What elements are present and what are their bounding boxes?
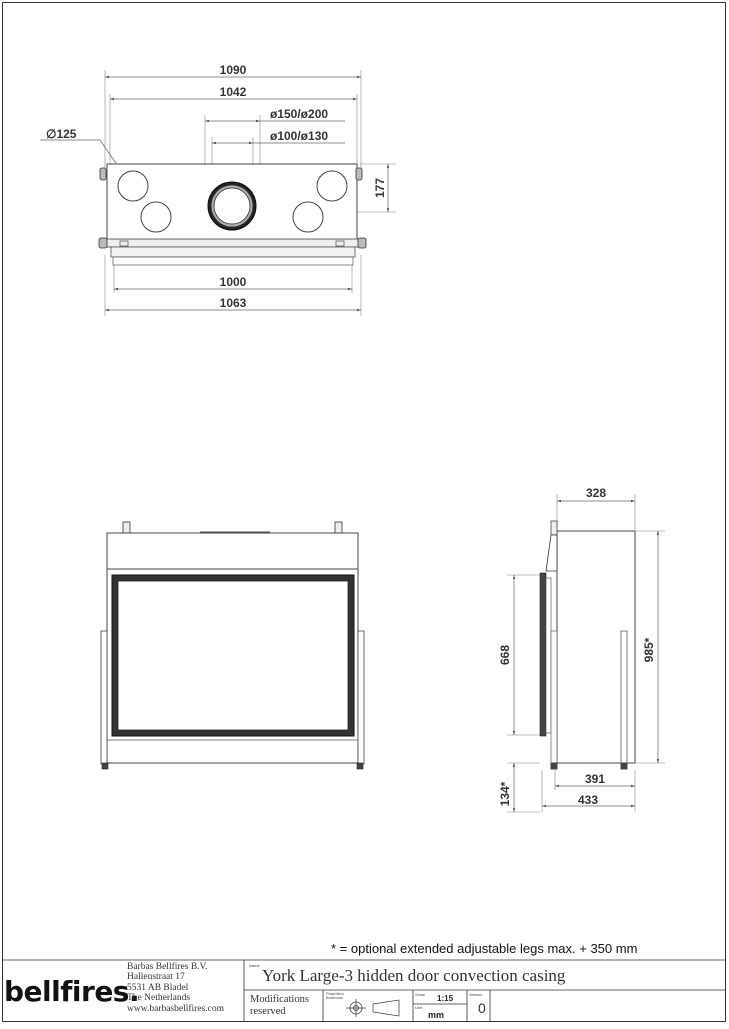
dim-391: 391: [585, 772, 605, 786]
dim-1000: 1000: [220, 275, 247, 289]
scale-label: Scale: [415, 992, 426, 997]
dim-668: 668: [498, 645, 512, 665]
projection-label: Projection American: [326, 991, 344, 1000]
side-view-labels: 328 985* 668 134* 391 433: [498, 486, 656, 807]
drawing-title: York Large-3 hidden door convection casi…: [262, 966, 566, 985]
dim-1090: 1090: [220, 63, 247, 77]
projection-symbol: [346, 999, 400, 1017]
company-line: Barbas Bellfires B.V.: [127, 962, 208, 972]
dim-177: 177: [373, 178, 387, 198]
dim-328: 328: [586, 486, 606, 500]
top-view: [40, 70, 396, 316]
dim-vent-diameter: ∅125: [46, 127, 77, 141]
dim-flue-inner: ø100/ø130: [270, 129, 328, 143]
company-line: The Netherlands: [127, 993, 191, 1004]
side-view: [507, 494, 665, 813]
version-value: 0: [478, 1000, 486, 1016]
dim-1063: 1063: [220, 296, 247, 310]
company-line: 5531 AB Bladel: [127, 982, 189, 993]
modifications-line: Modifications: [250, 994, 309, 1005]
name-label: Name: [249, 963, 260, 968]
modifications-note: Modifications reserved: [250, 994, 309, 1018]
top-view-labels: 1090 1042 ø150/ø200 ø100/ø130 ∅125 177 1…: [46, 63, 387, 310]
company-line: www.barbasbellfires.com: [127, 1003, 224, 1014]
scale-value: 1:15: [437, 994, 454, 1003]
company-line: Hallenstraat 17: [127, 972, 185, 983]
unit-value: mm: [428, 1010, 445, 1020]
dim-1042: 1042: [220, 85, 247, 99]
unit-label: Unit: [415, 1005, 423, 1010]
dim-134: 134*: [498, 781, 512, 806]
dim-433: 433: [578, 793, 598, 807]
dim-flue-outer: ø150/ø200: [270, 107, 328, 121]
legs-note: * = optional extended adjustable legs ma…: [331, 941, 638, 956]
title-block-frame: [3, 959, 726, 1021]
version-label: Version: [469, 992, 483, 997]
bellfires-logo: bellfires.: [4, 975, 140, 1008]
dim-985: 985*: [642, 637, 656, 662]
modifications-line: reserved: [250, 1006, 286, 1017]
company-address: Barbas Bellfires B.V. Hallenstraat 17 55…: [127, 962, 224, 1014]
front-view: [100, 521, 365, 770]
